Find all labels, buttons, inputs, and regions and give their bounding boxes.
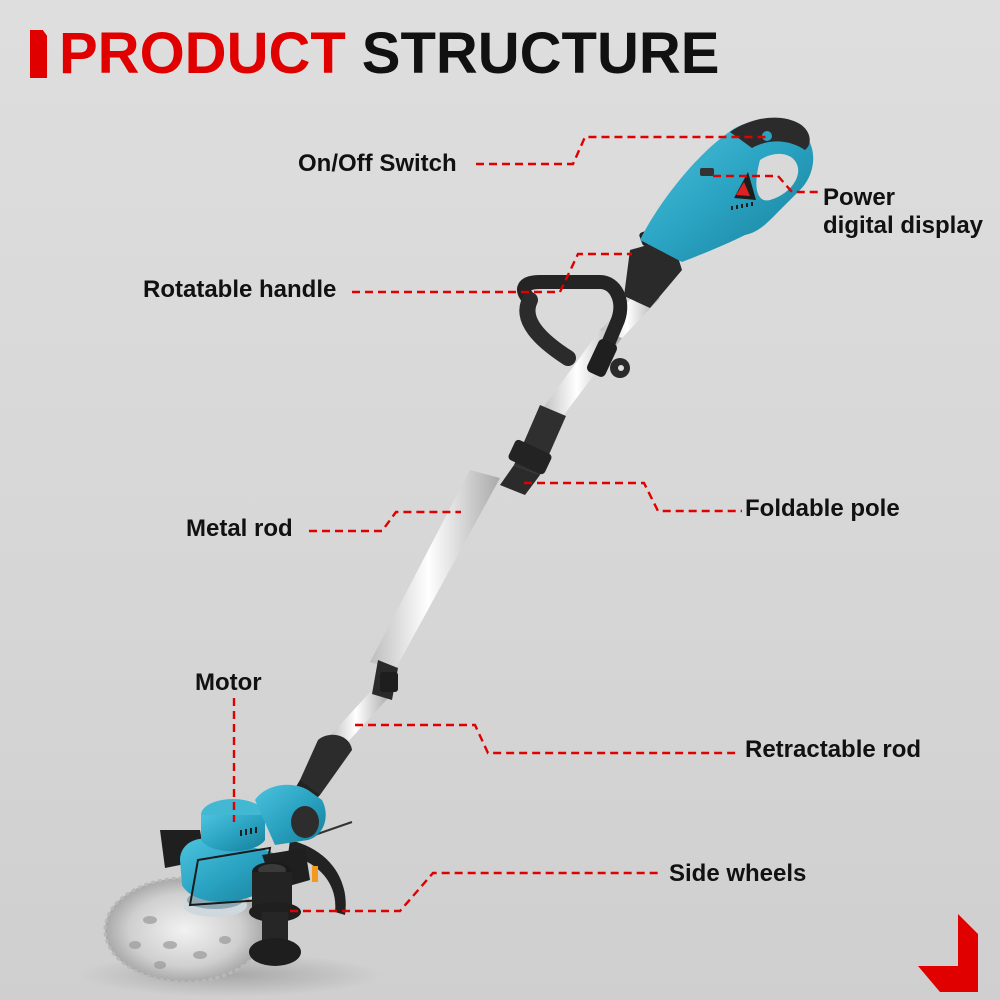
leader-lines (232, 135, 822, 913)
label-power-line2: digital display (823, 212, 984, 239)
label-rotatable-handle: Rotatable handle (143, 276, 337, 303)
page-title: PRODUCT STRUCTURE (30, 22, 719, 86)
cutting-head (103, 784, 353, 984)
title-structure: STRUCTURE (361, 21, 720, 86)
label-foldable-pole: Foldable pole (745, 495, 900, 522)
title-accent-bar (30, 30, 47, 78)
label-power-line1: Power (823, 184, 896, 211)
label-side-wheels: Side wheels (669, 860, 807, 887)
label-on-off-switch: On/Off Switch (298, 150, 457, 177)
label-motor: Motor (195, 669, 262, 696)
corner-arrow-icon (918, 914, 978, 992)
retractable-rod-shape (328, 690, 390, 745)
label-metal-rod: Metal rod (186, 515, 293, 542)
label-retractable-rod: Retractable rod (745, 736, 922, 763)
title-product: PRODUCT (59, 21, 346, 86)
